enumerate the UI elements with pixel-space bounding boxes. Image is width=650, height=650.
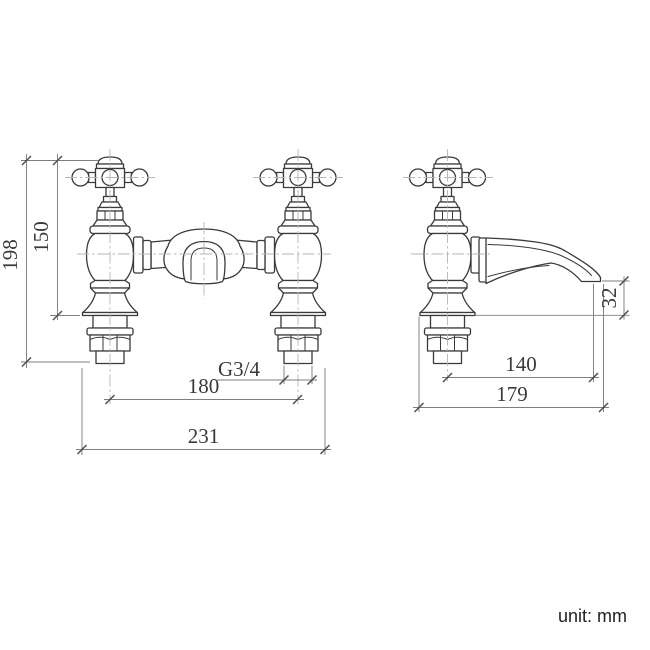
dimensions: 198 150 231 180 G3/4 140 (0, 154, 630, 455)
dim-label-overall-height: 198 (0, 239, 22, 271)
dim-spout-reach-140: 140 (442, 284, 599, 383)
dim-overall-width-231: 231 (76, 368, 331, 455)
front-ring-stack-right (256, 236, 276, 274)
dim-spout-drop-32: 32 (476, 275, 630, 321)
dim-overall-height-198: 198 (0, 154, 98, 368)
dim-label-overall-width: 231 (188, 424, 220, 448)
front-ring-stack-left (132, 236, 152, 274)
dim-label-spout-reach: 140 (505, 352, 537, 376)
dim-tap-centres-180: 180 (104, 374, 304, 405)
spout-side-bottom-line (487, 265, 550, 277)
spout-side (485, 237, 602, 285)
dim-upper-height-150: 150 (29, 154, 80, 321)
dim-label-thread: G3/4 (218, 357, 261, 381)
centerlines (65, 149, 493, 404)
unit-label: unit: mm (558, 606, 627, 626)
front-view (71, 156, 337, 365)
dim-label-spout-drop: 32 (597, 288, 621, 309)
dim-label-overall-depth: 179 (496, 382, 528, 406)
dim-overall-depth-179: 179 (413, 284, 609, 413)
dim-label-upper-height: 150 (29, 221, 53, 253)
spout-side-top-line (487, 244, 592, 276)
dim-thread-g34: G3/4 (217, 357, 318, 386)
dim-label-tap-centres: 180 (188, 374, 220, 398)
side-view (408, 156, 602, 365)
